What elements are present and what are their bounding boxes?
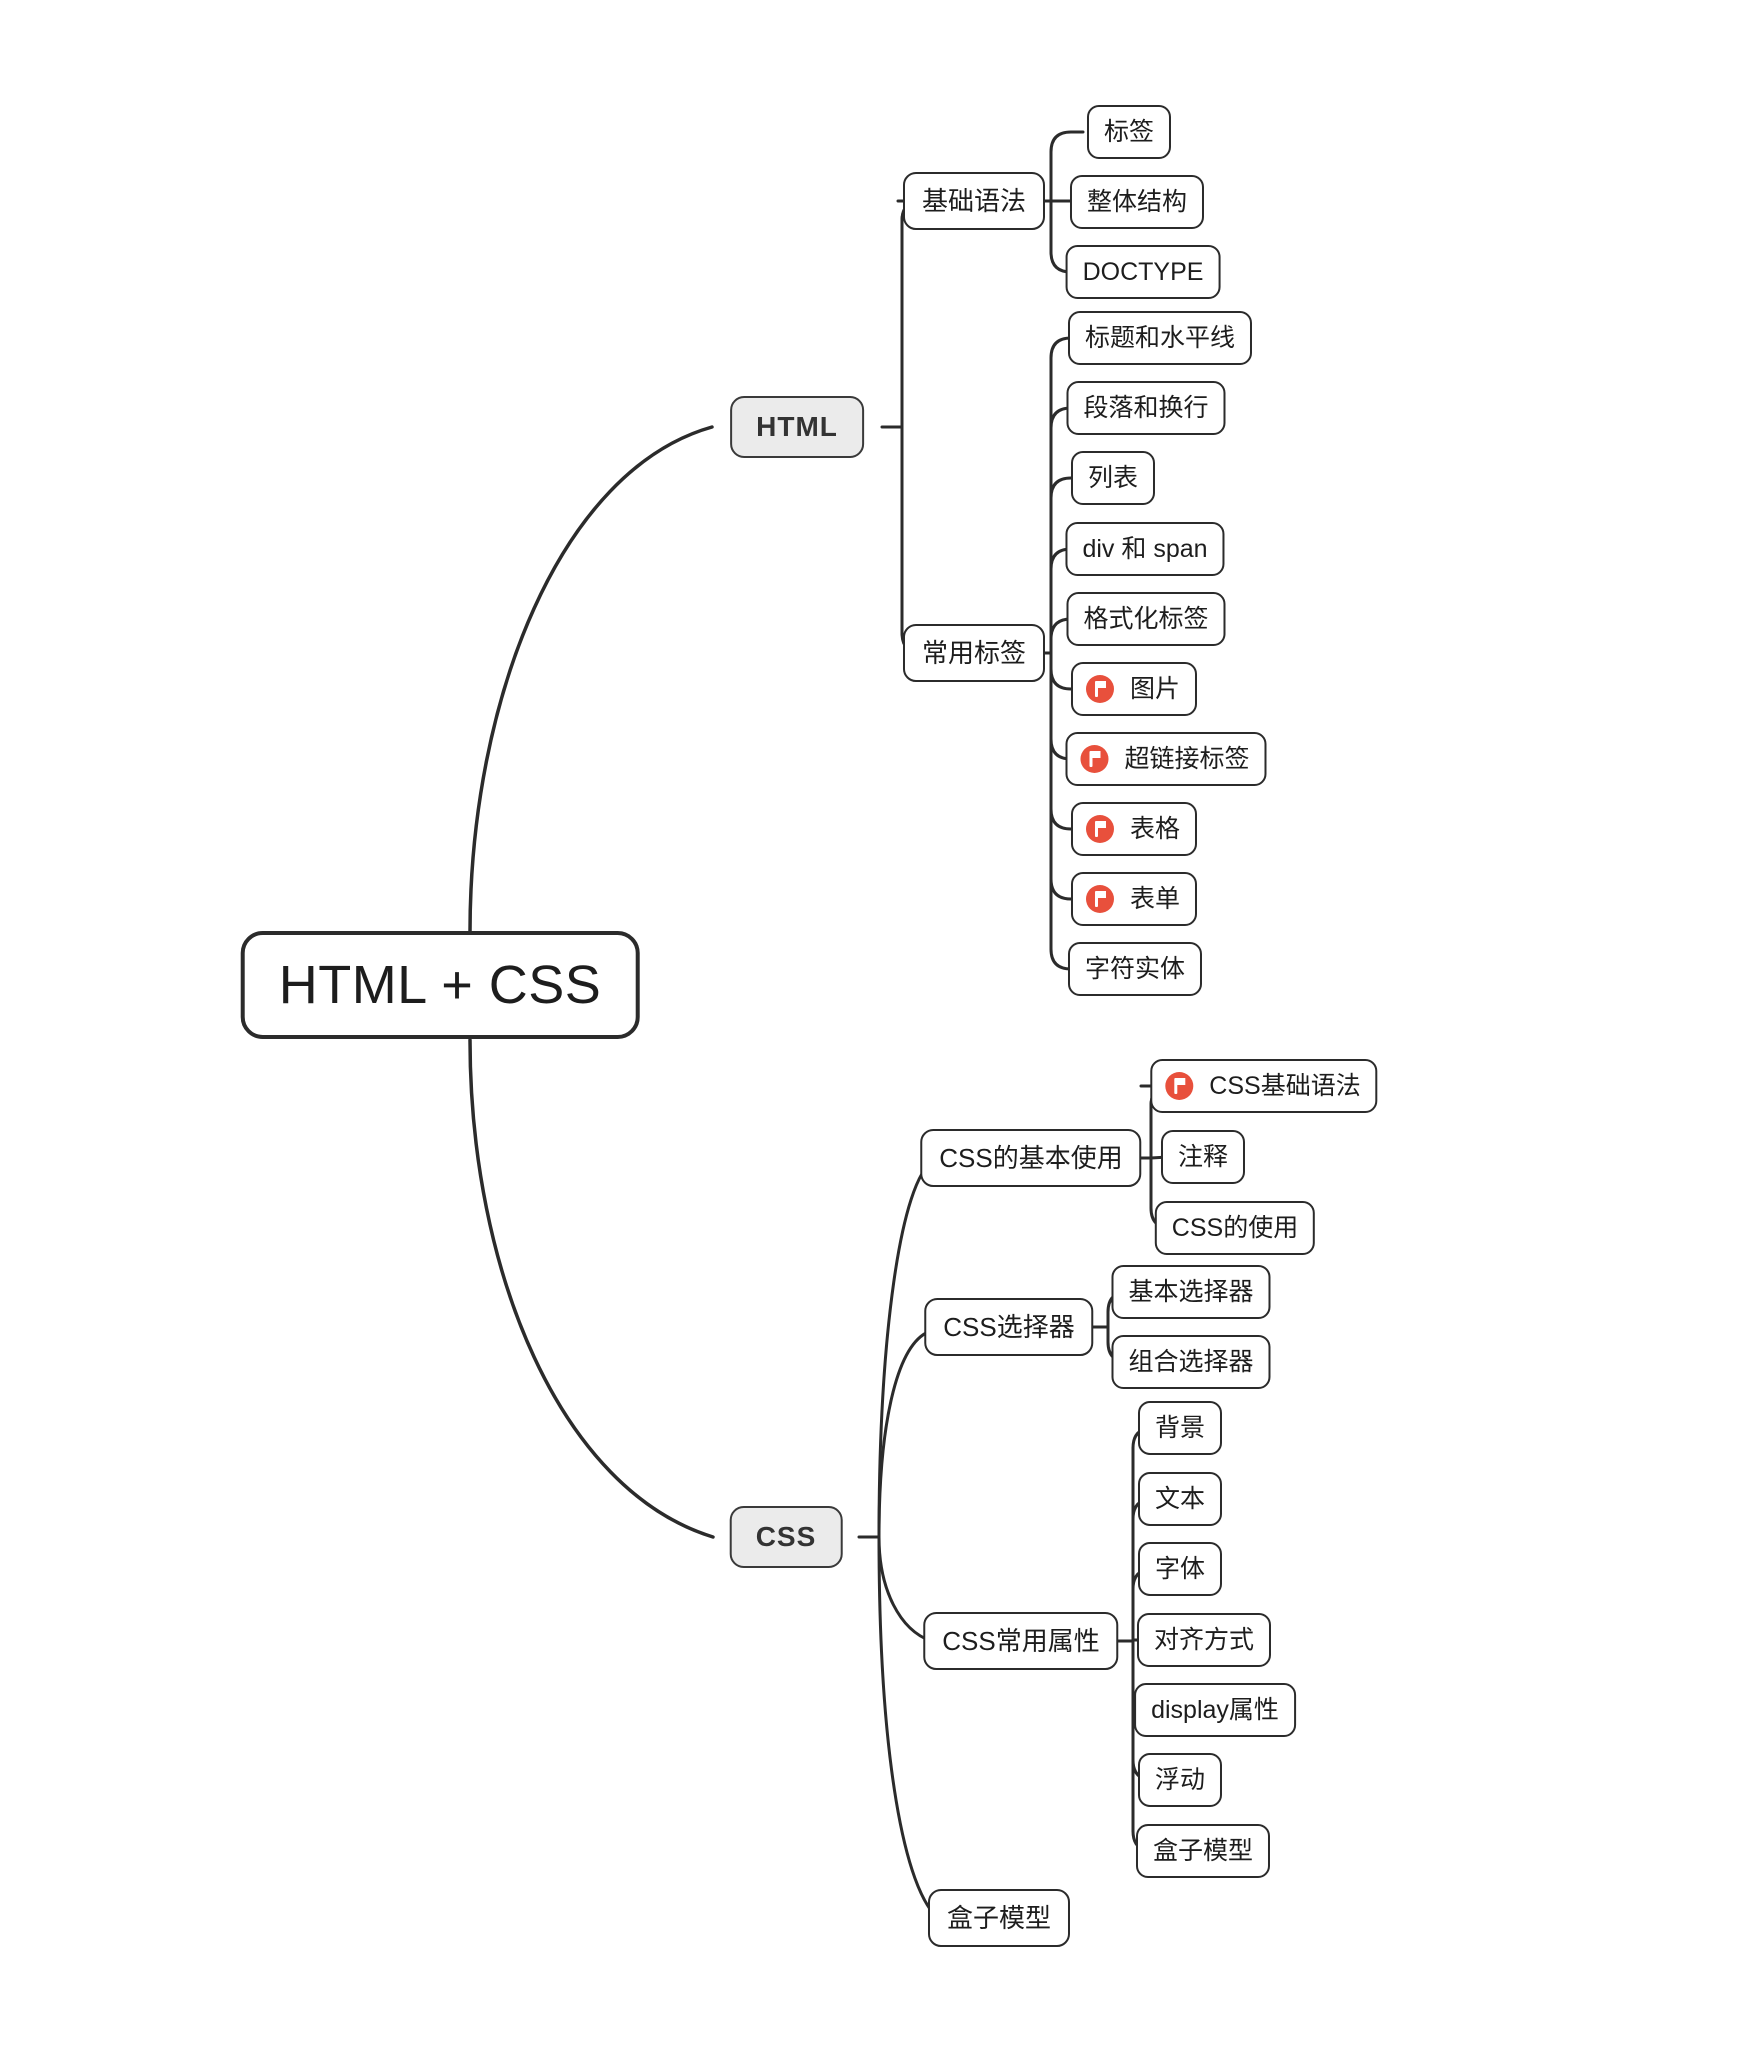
- subbranch-label-css-jibenshiyong: CSS的基本使用: [939, 1143, 1123, 1173]
- leaf-node-display-shuxing[interactable]: display属性: [1134, 1683, 1296, 1737]
- flag-icon: [1085, 885, 1114, 913]
- leaf-label-biaoge: 表格: [1129, 814, 1181, 843]
- leaf-label-geshihuabiaoqian: 格式化标签: [1083, 604, 1209, 633]
- leaf-node-fudong[interactable]: 浮动: [1137, 1753, 1223, 1807]
- leaf-label-tupian: 图片: [1129, 674, 1181, 703]
- leaf-node-beijing[interactable]: 背景: [1137, 1401, 1223, 1455]
- leaf-node-chaolianjiebiaoqian[interactable]: 超链接标签: [1065, 732, 1267, 786]
- leaf-node-ziti[interactable]: 字体: [1137, 1542, 1223, 1596]
- leaf-node-wenben[interactable]: 文本: [1137, 1472, 1223, 1526]
- subbranch-node-jichuyufa[interactable]: 基础语法: [902, 172, 1046, 230]
- branch-node-html[interactable]: HTML: [730, 396, 864, 458]
- leaf-label-liebiao: 列表: [1087, 463, 1139, 492]
- branch-node-css[interactable]: CSS: [729, 1506, 843, 1568]
- subbranch-label-css-changyongshuxing: CSS常用属性: [942, 1626, 1100, 1656]
- leaf-label-fudong: 浮动: [1154, 1765, 1206, 1794]
- subbranch-label-changyongbiaoqian: 常用标签: [921, 638, 1027, 668]
- subbranch-node-css-changyongshuxing[interactable]: CSS常用属性: [923, 1612, 1119, 1670]
- leaf-label-chaolianjiebiaoqian: 超链接标签: [1124, 744, 1250, 773]
- flag-icon: [1085, 815, 1114, 843]
- leaf-label-duanluo-huanhang: 段落和换行: [1083, 393, 1209, 422]
- branch-label-html: HTML: [756, 411, 838, 442]
- leaf-label-ziti: 字体: [1154, 1554, 1206, 1583]
- leaf-label-biaoti-shuipingxian: 标题和水平线: [1084, 323, 1236, 352]
- flag-icon: [1165, 1072, 1194, 1100]
- leaf-node-css-deshiyong[interactable]: CSS的使用: [1154, 1201, 1316, 1255]
- leaf-label-zuhexuanzeqi: 组合选择器: [1128, 1347, 1254, 1376]
- leaf-node-css-jichuyufa[interactable]: CSS基础语法: [1150, 1059, 1378, 1113]
- flag-icon: [1080, 745, 1109, 773]
- leaf-label-zhengtijiegou: 整体结构: [1086, 187, 1188, 216]
- leaf-label-zhushi: 注释: [1177, 1142, 1229, 1171]
- subbranch-label-jichuyufa: 基础语法: [921, 186, 1027, 216]
- leaf-node-geshihuabiaoqian[interactable]: 格式化标签: [1066, 592, 1226, 646]
- leaf-label-biaoqian: 标签: [1103, 117, 1155, 146]
- leaf-node-doctype[interactable]: DOCTYPE: [1065, 245, 1221, 299]
- leaf-node-duiqifangshi[interactable]: 对齐方式: [1136, 1613, 1272, 1667]
- leaf-label-wenben: 文本: [1154, 1484, 1206, 1513]
- leaf-node-biaoti-shuipingxian[interactable]: 标题和水平线: [1067, 311, 1253, 365]
- leaf-label-jibenxuanzeqi: 基本选择器: [1128, 1277, 1254, 1306]
- leaf-label-css-jichuyufa: CSS基础语法: [1209, 1071, 1361, 1100]
- leaf-node-biaoqian[interactable]: 标签: [1086, 105, 1172, 159]
- subbranch-node-changyongbiaoqian[interactable]: 常用标签: [902, 624, 1046, 682]
- subbranch-node-css-xuanzeqi[interactable]: CSS选择器: [924, 1298, 1094, 1356]
- root-label: HTML + CSS: [278, 955, 602, 1015]
- leaf-node-biaoge[interactable]: 表格: [1070, 802, 1198, 856]
- leaf-node-liebiao[interactable]: 列表: [1070, 451, 1156, 505]
- leaf-label-display-shuxing: display属性: [1151, 1695, 1279, 1724]
- leaf-label-biaodan: 表单: [1129, 884, 1181, 913]
- edge-root-css: [468, 1038, 715, 1539]
- leaf-label-beijing: 背景: [1154, 1413, 1206, 1442]
- subbranch-label-css-xuanzeqi: CSS选择器: [943, 1312, 1075, 1342]
- flag-icon: [1085, 675, 1114, 703]
- leaf-node-zifushiti[interactable]: 字符实体: [1067, 942, 1203, 996]
- edge-root-html: [468, 425, 714, 934]
- edge-html-jichuyufa2: [900, 199, 924, 429]
- leaf-label-doctype: DOCTYPE: [1082, 257, 1204, 286]
- leaf-node-hezimoxing[interactable]: 盒子模型: [1135, 1824, 1271, 1878]
- leaf-node-zuhexuanzeqi[interactable]: 组合选择器: [1111, 1335, 1271, 1389]
- subbranch-node-css-hezimoxing[interactable]: 盒子模型: [927, 1889, 1071, 1947]
- edge-css-hezi: [877, 1535, 940, 1920]
- subbranch-node-css-jibenshiyong[interactable]: CSS的基本使用: [920, 1129, 1142, 1187]
- leaf-label-zifushiti: 字符实体: [1084, 954, 1186, 983]
- leaf-label-div-span: div 和 span: [1082, 534, 1208, 563]
- edge-css-xuanzeqi: [877, 1331, 928, 1539]
- leaf-node-tupian[interactable]: 图片: [1070, 662, 1198, 716]
- leaf-label-css-deshiyong: CSS的使用: [1171, 1213, 1299, 1242]
- leaf-node-jibenxuanzeqi[interactable]: 基本选择器: [1111, 1265, 1271, 1319]
- edge-html-changyong: [900, 425, 924, 655]
- root-node[interactable]: HTML + CSS: [240, 931, 640, 1039]
- leaf-label-hezimoxing: 盒子模型: [1152, 1836, 1254, 1865]
- leaf-label-duiqifangshi: 对齐方式: [1153, 1625, 1255, 1654]
- leaf-node-zhushi[interactable]: 注释: [1160, 1130, 1246, 1184]
- leaf-node-biaodan[interactable]: 表单: [1070, 872, 1198, 926]
- branch-label-css: CSS: [755, 1521, 817, 1552]
- subbranch-label-css-hezimoxing: 盒子模型: [946, 1903, 1052, 1933]
- edge-html-jichuyufa: [896, 199, 923, 429]
- leaf-node-div-span[interactable]: div 和 span: [1065, 522, 1225, 576]
- leaf-node-zhengtijiegou[interactable]: 整体结构: [1069, 175, 1205, 229]
- leaf-node-duanluo-huanhang[interactable]: 段落和换行: [1066, 381, 1226, 435]
